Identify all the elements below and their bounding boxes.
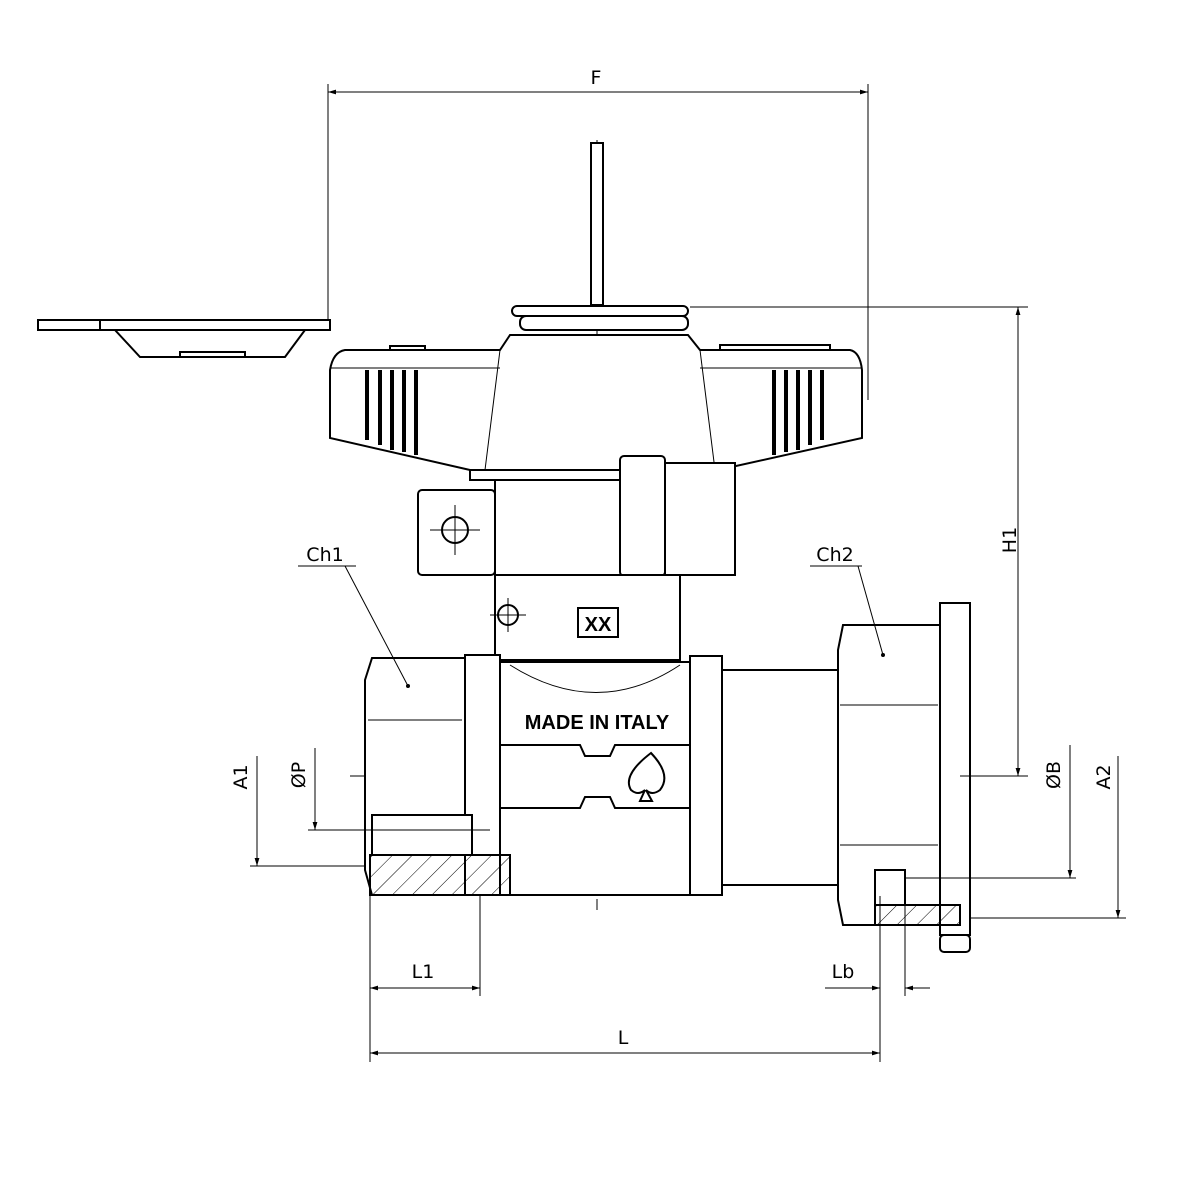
lever-handle (37, 142, 604, 358)
dimension-F-label: F (591, 67, 602, 89)
dimension-Lb-label: Lb (832, 961, 855, 983)
dimension-L1-label: L1 (412, 961, 435, 983)
valve-neck: XX (490, 574, 681, 661)
handwheel (329, 334, 863, 481)
dimension-P-label: ØP (288, 762, 310, 788)
size-code-marking: XX (585, 614, 612, 636)
dimension-L-label: L (618, 1027, 629, 1049)
valve-body: MADE IN ITALY (364, 602, 971, 953)
dimension-A1-label: A1 (230, 764, 252, 789)
callout-ch2: Ch2 (816, 544, 853, 566)
made-in-italy-marking: MADE IN ITALY (525, 712, 670, 734)
lock-bracket (417, 455, 736, 577)
dimension-lines (250, 84, 1126, 1062)
callout-ch1: Ch1 (306, 544, 343, 566)
dimension-B-label: ØB (1043, 761, 1065, 789)
dimension-H1-label: H1 (999, 527, 1021, 553)
spade-icon (627, 751, 666, 802)
dimension-A2-label: A2 (1093, 764, 1115, 789)
stem-cap (511, 305, 689, 331)
